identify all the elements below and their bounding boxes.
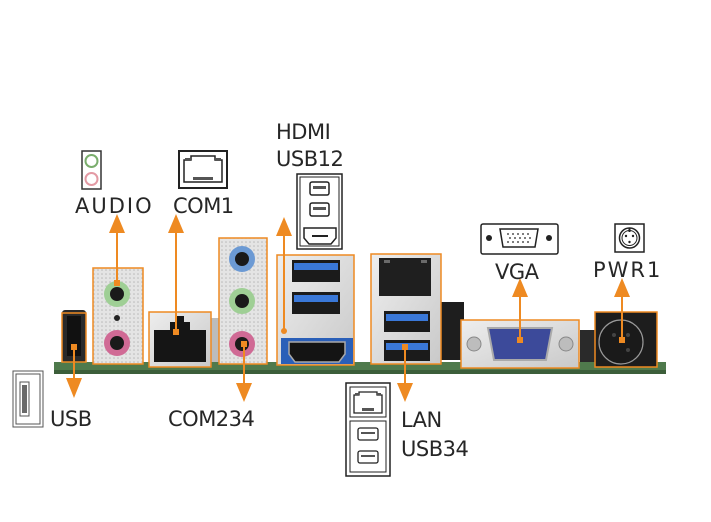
usb-hdmi-stack-icon <box>296 173 343 250</box>
pwr1-label: PWR1 <box>593 258 663 282</box>
usb-label: USB <box>50 407 92 431</box>
audio-connector[interactable] <box>92 267 144 365</box>
arrow-vga <box>512 278 528 343</box>
com1-connector[interactable] <box>148 311 212 368</box>
audio-jacks-icon <box>81 150 102 190</box>
vga-port-icon <box>480 223 559 255</box>
usb-port-icon <box>12 370 44 428</box>
vga-label: VGA <box>495 260 539 284</box>
din-power-icon <box>614 223 645 253</box>
pcb-component <box>438 302 464 360</box>
lan-usb-stack-icon <box>345 382 391 477</box>
arrow-hdmi-usb12 <box>276 217 292 334</box>
com234-label: COM234 <box>168 407 255 431</box>
usb12-label: USB12 <box>276 147 344 171</box>
com1-label: COM1 <box>173 194 234 218</box>
arrow-com1 <box>168 214 184 335</box>
audio-label: AUDIO <box>75 194 154 218</box>
pcb-component <box>580 330 598 362</box>
pwr1-connector[interactable] <box>594 311 658 368</box>
arrow-com234 <box>236 341 252 402</box>
lan-label: LAN <box>401 408 442 432</box>
hdmi-usb12-connector[interactable] <box>276 254 355 366</box>
arrow-audio <box>109 214 125 286</box>
hdmi-label: HDMI <box>276 120 331 144</box>
rj45-port-icon <box>178 150 228 189</box>
arrow-pwr1 <box>614 278 630 343</box>
usb34-label: USB34 <box>401 437 469 461</box>
arrow-lan-usb34 <box>397 344 413 402</box>
arrow-usb <box>66 344 82 398</box>
